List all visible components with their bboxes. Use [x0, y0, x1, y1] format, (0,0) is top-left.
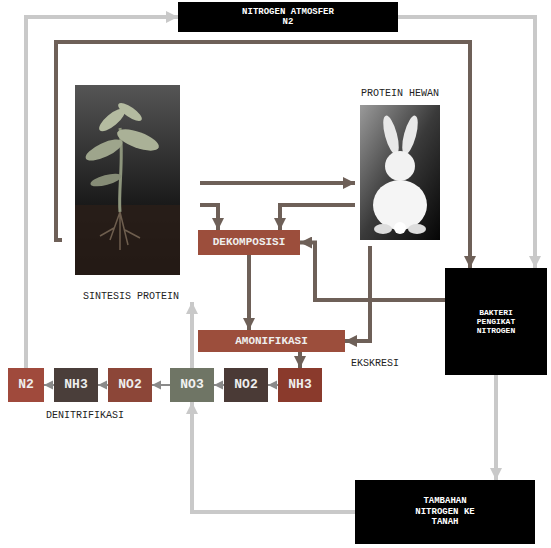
node-text: TAMBAHAN NITROGEN KE TANAH: [415, 496, 475, 527]
cycle-arrow: [26, 17, 178, 368]
compound-box: NO3: [170, 368, 214, 402]
cycle-arrow: [56, 42, 470, 268]
plant-picture: [75, 85, 180, 275]
rabbit-picture: [360, 105, 440, 240]
cycle-arrow: [268, 384, 278, 386]
cycle-arrow: [192, 402, 355, 512]
node-text: DEKOMPOSISI: [213, 236, 286, 249]
edge-label: EKSKRESI: [350, 358, 400, 369]
cycle-box: BAKTERI PENGIKAT NITROGEN: [445, 268, 547, 375]
compound-box: N2: [8, 368, 44, 402]
node-text: NH3: [288, 378, 311, 393]
node-text: NH3: [64, 378, 87, 393]
cycle-arrow: [200, 205, 218, 230]
cycle-box: TAMBAHAN NITROGEN KE TANAH: [355, 480, 535, 544]
node-text: NITROGEN ATMOSFER N2: [238, 7, 338, 28]
cycle-arrow: [200, 181, 355, 185]
cycle-arrow: [98, 384, 108, 386]
organism-figure: SINTESIS PROTEIN: [62, 80, 200, 302]
node-text: NO3: [180, 378, 203, 393]
cycle-arrow: [152, 384, 170, 386]
compound-box: NH3: [278, 368, 322, 402]
process-label: DENITRIFIKASI: [45, 410, 125, 421]
compound-box: NO2: [108, 368, 152, 402]
cycle-arrow: [300, 243, 445, 301]
cycle-arrow: [190, 302, 194, 368]
node-text: AMONIFIKASI: [235, 335, 308, 348]
cycle-arrow: [398, 17, 535, 268]
cycle-box: NITROGEN ATMOSFER N2: [178, 2, 398, 32]
cycle-arrow: [44, 384, 54, 386]
cycle-arrow: [247, 255, 251, 330]
node-text: BAKTERI PENGIKAT NITROGEN: [471, 308, 521, 336]
node-text: PROTEIN HEWAN: [361, 88, 439, 100]
process-box: AMONIFIKASI: [198, 330, 345, 352]
cycle-arrow: [494, 375, 498, 480]
cycle-arrow: [280, 205, 355, 230]
node-text: NO2: [118, 378, 141, 393]
compound-box: NO2: [224, 368, 268, 402]
cycle-arrow: [214, 384, 224, 386]
organism-figure: PROTEIN HEWAN: [355, 88, 445, 246]
node-text: SINTESIS PROTEIN: [83, 291, 179, 303]
compound-box: NH3: [54, 368, 98, 402]
process-box: DEKOMPOSISI: [198, 230, 300, 255]
node-text: N2: [18, 378, 34, 393]
cycle-arrow: [298, 352, 302, 368]
cycle-arrow: [345, 246, 370, 341]
node-text: NO2: [234, 378, 257, 393]
